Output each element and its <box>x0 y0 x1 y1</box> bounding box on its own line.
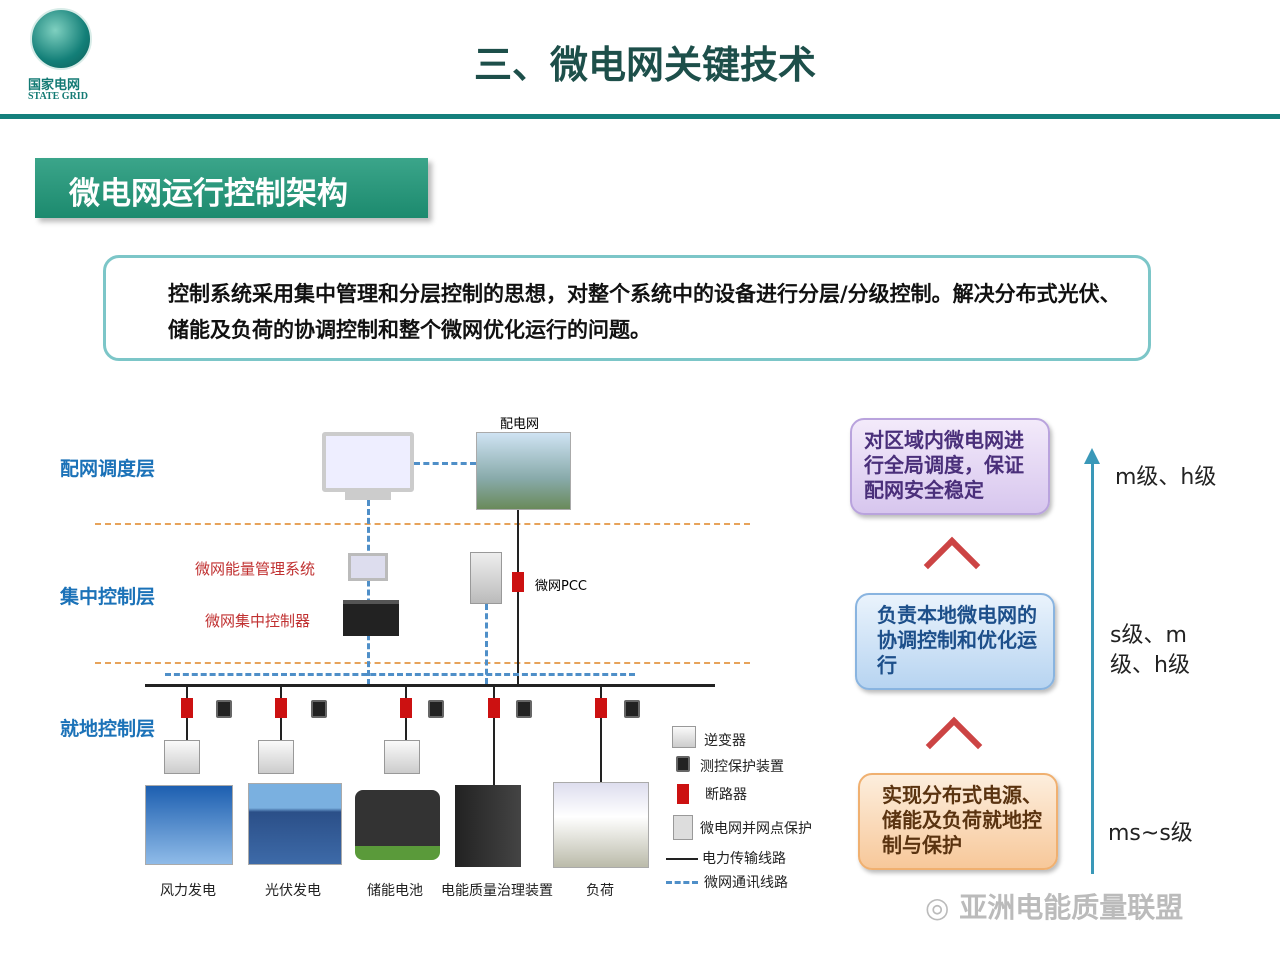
feeder-line <box>493 686 495 786</box>
legend-item: 微电网并网点保护 <box>700 821 812 837</box>
grid-label: 配电网 <box>500 417 540 432</box>
layer-divider <box>95 523 750 525</box>
timescale-label: ms~s级 <box>1108 821 1193 846</box>
wind-turbine-image <box>145 785 233 865</box>
legend-pcc-icon <box>673 815 693 840</box>
substation-image <box>476 432 571 510</box>
breaker-icon <box>275 698 287 718</box>
unit-label: 光伏发电 <box>265 883 321 899</box>
timescale-label: m级、h级 <box>1115 465 1217 490</box>
slide-title: 三、微电网关键技术 <box>473 43 816 87</box>
pcc-protection-icon <box>470 552 502 604</box>
legend-inverter-icon <box>672 726 696 748</box>
controller-icon <box>343 600 399 636</box>
legend-power-line <box>666 858 698 860</box>
dispatch-monitor-icon <box>322 432 414 492</box>
legend-measure-icon <box>676 756 690 772</box>
breaker-icon <box>181 698 193 718</box>
breaker-icon <box>512 572 524 592</box>
state-grid-logo <box>30 8 92 70</box>
breaker-icon <box>595 698 607 718</box>
breaker-icon <box>488 698 500 718</box>
monitor-stand <box>345 492 391 500</box>
unit-label: 风力发电 <box>160 883 216 899</box>
chevron-up-icon <box>923 536 981 594</box>
breaker-icon <box>400 698 412 718</box>
measure-protect-icon <box>311 700 327 718</box>
intro-box: 控制系统采用集中管理和分层控制的思想，对整个系统中的设备进行分层/分级控制。解决… <box>103 255 1151 361</box>
logo-text-cn: 国家电网 <box>28 78 81 93</box>
legend-breaker-icon <box>677 784 689 804</box>
load-building-image <box>553 782 649 868</box>
power-line <box>517 510 519 685</box>
inverter-icon <box>384 740 420 774</box>
unit-label: 负荷 <box>586 883 614 899</box>
comm-line <box>367 500 370 685</box>
comm-line <box>485 604 488 684</box>
timescale-arrow <box>1091 462 1094 874</box>
header-divider <box>0 114 1280 119</box>
layer-dispatch: 配网调度层 <box>60 458 156 480</box>
ems-label: 微网能量管理系统 <box>195 560 316 578</box>
watermark: ◎ 亚洲电能质量联盟 <box>925 891 1184 924</box>
measure-protect-icon <box>516 700 532 718</box>
controller-label: 微网集中控制器 <box>205 612 311 630</box>
inverter-icon <box>258 740 294 774</box>
comm-bus <box>165 673 635 676</box>
legend-comm-line <box>666 881 698 884</box>
pv-panel-image <box>248 783 342 865</box>
measure-protect-icon <box>216 700 232 718</box>
legend-item: 电力传输线路 <box>702 851 786 867</box>
inverter-icon <box>164 740 200 774</box>
layer-local: 就地控制层 <box>60 718 156 740</box>
battery-image <box>355 790 440 860</box>
comm-line <box>414 462 476 465</box>
layer-central: 集中控制层 <box>60 586 156 608</box>
unit-label: 储能电池 <box>367 883 423 899</box>
logo-text-en: STATE GRID <box>28 91 88 102</box>
legend-item: 断路器 <box>705 787 747 803</box>
chevron-up-icon <box>925 716 983 774</box>
measure-protect-icon <box>624 700 640 718</box>
ac-bus <box>145 684 715 687</box>
legend-item: 微网通讯线路 <box>704 875 788 891</box>
ems-monitor-icon <box>348 553 388 581</box>
legend-item: 逆变器 <box>704 733 746 749</box>
watermark-text: 亚洲电能质量联盟 <box>959 891 1184 924</box>
arrow-head-icon <box>1084 448 1100 464</box>
unit-label: 电能质量治理装置 <box>441 883 553 899</box>
measure-protect-icon <box>428 700 444 718</box>
layer-divider <box>95 662 750 664</box>
dispatch-role-box: 对区域内微电网进行全局调度，保证配网安全稳定 <box>850 418 1050 515</box>
legend-item: 测控保护装置 <box>700 759 784 775</box>
timescale-label: s级、m级、h级 <box>1110 623 1190 678</box>
section-heading: 微电网运行控制架构 <box>35 158 428 218</box>
central-role-box: 负责本地微电网的协调控制和优化运行 <box>855 593 1055 690</box>
local-role-box: 实现分布式电源、储能及负荷就地控制与保护 <box>858 773 1058 870</box>
pcc-label: 微网PCC <box>535 579 587 594</box>
feeder-line <box>600 686 602 786</box>
power-quality-device-image <box>455 785 521 867</box>
